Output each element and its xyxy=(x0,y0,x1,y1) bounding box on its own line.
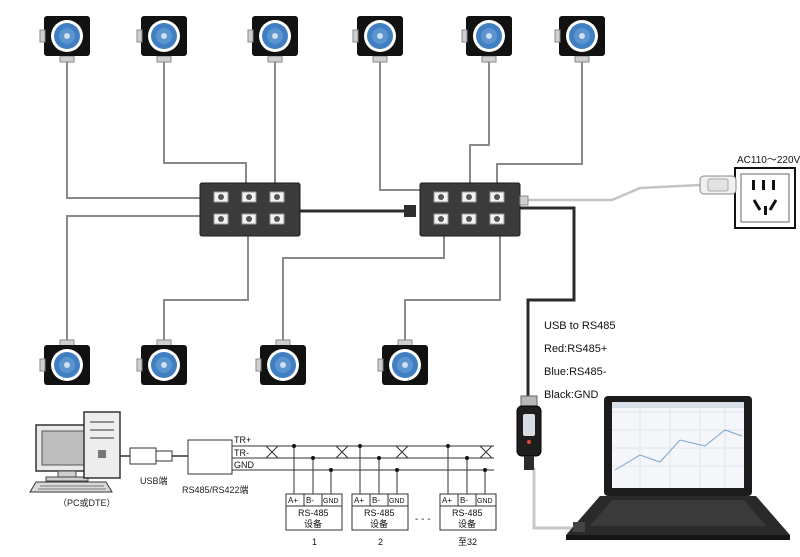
bus-label-gnd: GND xyxy=(234,460,255,470)
wire-sensor-top-6 xyxy=(496,56,583,186)
dongle-laptop-cable xyxy=(532,468,584,530)
power-adapter xyxy=(699,175,737,195)
device-pin-a: A+ xyxy=(354,496,364,505)
junction-box-icon xyxy=(419,182,521,237)
wire-sensor-top-1 xyxy=(66,56,220,199)
device-name: 设备 xyxy=(370,518,388,529)
sensor-bottom-2 xyxy=(136,339,187,385)
wire-sensor-top-4 xyxy=(379,56,440,191)
pc-tower xyxy=(83,411,121,479)
rs485-converter-box xyxy=(187,439,233,475)
power-cable xyxy=(525,183,701,202)
power-label: AC110～220V xyxy=(737,155,800,166)
device-protocol: RS-485 xyxy=(298,508,329,518)
device-name: 设备 xyxy=(304,518,322,529)
laptop-screen xyxy=(612,402,744,488)
pc-keyboard xyxy=(29,481,113,493)
junction-box-icon xyxy=(199,182,301,237)
sensor-bottom-4 xyxy=(377,339,428,385)
wire-sensor-top-5 xyxy=(469,56,490,186)
device-pin-a: A+ xyxy=(442,496,452,505)
device-number: 2 xyxy=(378,537,383,547)
pc-label: （PC或DTE） xyxy=(58,497,116,508)
sensor-wires xyxy=(66,56,701,343)
hub-side-connector xyxy=(519,195,529,206)
usb-end-label: USB端 xyxy=(140,475,168,486)
sensor-top-3 xyxy=(247,16,298,63)
bus-label-tr-minus: TR- xyxy=(234,448,249,458)
converter-legend-black: Black:GND xyxy=(544,389,599,401)
device-protocol: RS-485 xyxy=(364,508,395,518)
wire-sensor-bottom-3 xyxy=(282,230,445,343)
device-pin-b: B- xyxy=(306,496,314,505)
device-number: 1 xyxy=(312,537,317,547)
junction-box-2 xyxy=(419,182,529,237)
desktop-pc xyxy=(29,411,121,493)
rs485-converter-label: RS485/RS422端 xyxy=(182,484,249,495)
bus-label-tr-plus: TR+ xyxy=(234,435,251,445)
wire-sensor-bottom-2 xyxy=(163,218,249,343)
device-pin-gnd: GND xyxy=(323,498,339,505)
wire-sensor-top-2 xyxy=(163,56,247,188)
sensor-bottom-3 xyxy=(255,339,306,385)
device-pin-gnd: GND xyxy=(477,498,493,505)
device-pin-a: A+ xyxy=(288,496,298,505)
usb-plug-icon xyxy=(129,447,157,465)
laptop xyxy=(566,396,790,540)
twisted-pair-marks xyxy=(265,445,493,459)
device-number: 至32 xyxy=(458,537,477,547)
sensor-top-6 xyxy=(554,16,605,63)
converter-legend-blue: Blue:RS485- xyxy=(544,366,607,378)
device-pin-gnd: GND xyxy=(389,498,405,505)
sensor-top-4 xyxy=(352,16,403,63)
bus-ellipsis: - - - xyxy=(415,514,431,525)
converter-legend-red: Red:RS485+ xyxy=(544,343,608,355)
device-pin-b: B- xyxy=(460,496,468,505)
usb-data-cable xyxy=(516,206,576,398)
device-protocol: RS-485 xyxy=(452,508,483,518)
power-socket xyxy=(734,167,796,229)
power-socket-icon xyxy=(734,167,796,229)
converter-legend-title: USB to RS485 xyxy=(544,320,616,332)
sensor-top-2 xyxy=(136,16,187,63)
wire-sensor-bottom-4 xyxy=(404,230,501,343)
sensor-bottom-1 xyxy=(39,339,90,385)
hub-link-connector xyxy=(404,205,416,217)
usb-rs485-converter xyxy=(516,395,542,470)
sensor-top-1 xyxy=(39,16,90,63)
device-pin-b: B- xyxy=(372,496,380,505)
device-name: 设备 xyxy=(458,518,476,529)
wire-sensor-bottom-1 xyxy=(66,215,220,343)
sensor-top-5 xyxy=(461,16,512,63)
junction-box-1 xyxy=(199,182,301,237)
